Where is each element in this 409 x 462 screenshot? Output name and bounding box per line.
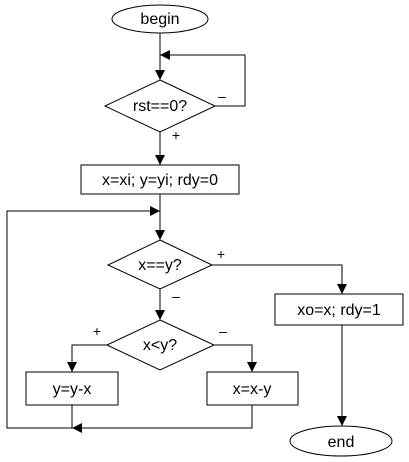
output-process: xo=x; rdy=1 — [274, 293, 404, 326]
lt-check-label: x<y? — [143, 337, 177, 354]
rst-yes-sign: + — [172, 127, 180, 143]
edge-rst-no-loop — [160, 50, 246, 107]
lt-yes-sign: + — [93, 323, 101, 339]
eq-yes-sign: + — [217, 246, 225, 262]
sub-x-label: x=x-y — [233, 381, 272, 398]
end-terminal: end — [289, 425, 393, 457]
init-process: x=xi; y=yi; rdy=0 — [80, 164, 240, 195]
sub-x-process: x=x-y — [206, 371, 299, 406]
rst-check-label: rst==0? — [133, 98, 187, 115]
edge-loop-back — [6, 206, 160, 429]
lt-decision: x<y? — [105, 319, 216, 371]
eq-decision: x==y? — [106, 239, 214, 290]
end-label: end — [328, 434, 355, 451]
init-label: x=xi; y=yi; rdy=0 — [102, 172, 218, 189]
eq-no-sign: – — [172, 288, 180, 304]
sub-y-process: y=y-x — [25, 371, 119, 406]
edge-lt-yes-to-suby — [67, 344, 107, 372]
edge-eq-yes-to-output — [212, 264, 347, 294]
eq-check-label: x==y? — [138, 257, 182, 274]
edge-lt-no-to-subx — [214, 344, 257, 372]
edge-subx-to-merge — [72, 405, 253, 433]
begin-label: begin — [140, 11, 179, 28]
lt-no-sign: – — [219, 323, 227, 339]
output-label: xo=x; rdy=1 — [297, 302, 381, 319]
rst-no-sign: – — [218, 88, 226, 104]
rst-decision: rst==0? — [103, 79, 217, 133]
begin-terminal: begin — [111, 4, 209, 34]
connectors — [6, 33, 347, 433]
sub-y-label: y=y-x — [53, 381, 92, 398]
